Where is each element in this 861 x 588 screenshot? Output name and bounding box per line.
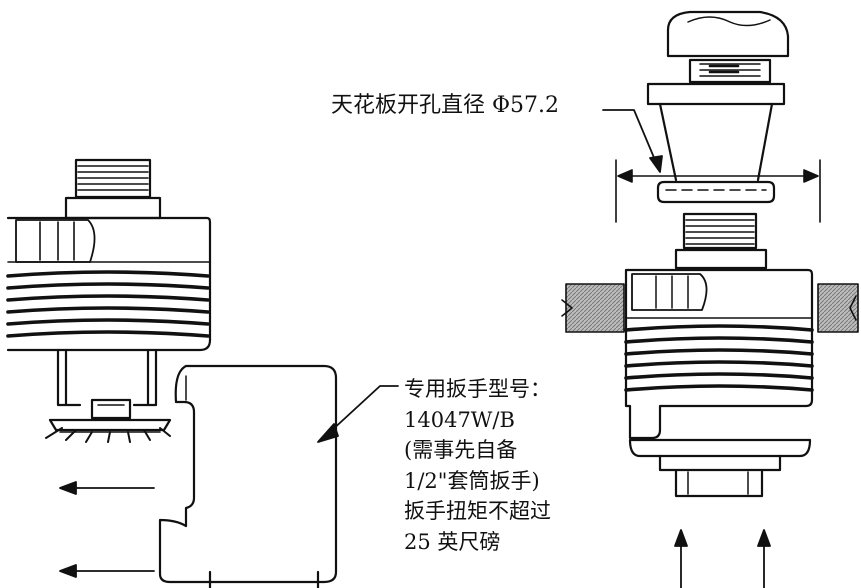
sprinkler-left-frame [56, 348, 158, 407]
ceiling-hole-label: 天花板开孔直径 Φ57.2 [331, 93, 560, 118]
hole-leader [602, 109, 663, 173]
arrows-up [674, 529, 771, 588]
sprinkler-right-stem [658, 454, 782, 498]
sprinkler-left [6, 158, 212, 443]
wrench-leader [317, 385, 399, 443]
sprinkler-left-thread [74, 158, 152, 199]
wrench-socket [208, 570, 320, 588]
sprinkler-right-body [624, 268, 814, 440]
sprinkler-right-hex [674, 248, 768, 270]
hole-dimension [615, 159, 821, 223]
sprinkler-right-thread [682, 212, 758, 250]
cover-cap [666, 10, 790, 84]
sprinkler-left-hex [64, 196, 162, 220]
wrench-note-line: 1/2"套筒扳手) [404, 468, 540, 493]
cover-cone [646, 82, 786, 204]
sprinkler-left-body [6, 216, 212, 352]
ceiling-left [561, 283, 625, 333]
wrench-note-line: 14047W/B [404, 407, 515, 432]
sprinkler-left-rings [6, 270, 210, 338]
wrench-note-line: 扳手扭矩不超过 [404, 499, 551, 523]
sprinkler-left-deflector [45, 398, 172, 443]
wrench-tool [158, 364, 338, 588]
wrench-note-line: (需事先自备 [404, 438, 518, 462]
sprinkler-right-rings [624, 324, 814, 392]
wrench-note-line: 专用扳手型号： [404, 377, 551, 401]
ceiling-right [817, 283, 859, 333]
wrench-note-line: 25 英尺磅 [404, 529, 501, 554]
arrows-left [59, 481, 155, 578]
wrench-note: 专用扳手型号： 14047W/B (需事先自备 1/2"套筒扳手) 扳手扭矩不超… [404, 379, 551, 562]
sprinkler-right [624, 212, 814, 498]
